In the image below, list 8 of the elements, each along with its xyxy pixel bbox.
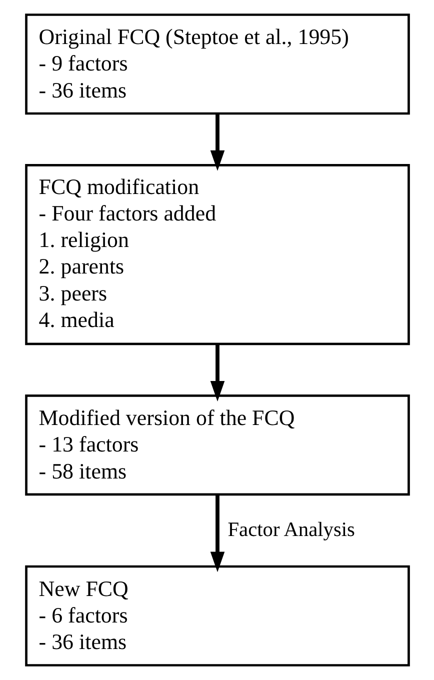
edge-label: Factor Analysis (227, 518, 354, 541)
arrow (210, 344, 224, 402)
arrow (210, 114, 224, 171)
node-box: New FCQ - 6 factors - 36 items (24, 565, 410, 666)
arrow (210, 494, 224, 572)
node-box: Modified version of the FCQ - 13 factors - 58 items (24, 394, 410, 496)
node-box: FCQ modification - Four factors added 1. religion 2. parents 3. peers 4. media (24, 164, 410, 346)
node-box: Original FCQ (Steptoe et al., 1995) - 9 factors - 36 items (24, 14, 410, 115)
